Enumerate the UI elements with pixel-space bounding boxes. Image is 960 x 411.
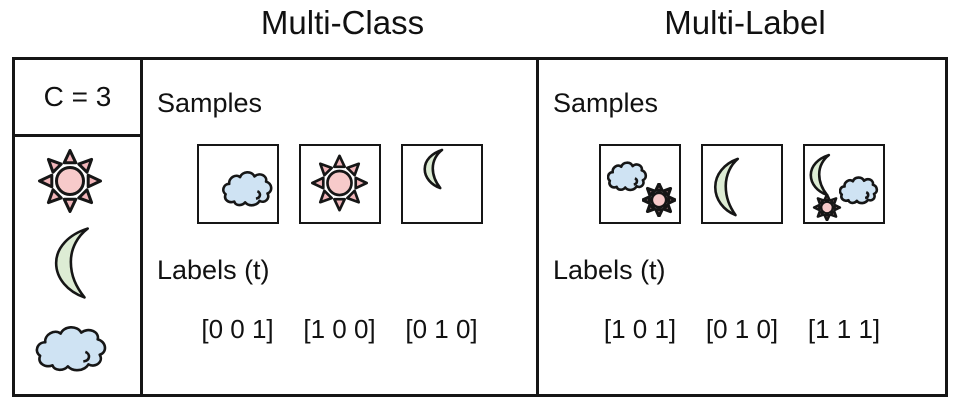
sun-icon — [311, 151, 368, 215]
class-icon-list — [15, 137, 140, 394]
sample-box-moon-cloud-sun — [803, 144, 885, 224]
label-vector: [0 0 1] — [201, 314, 274, 344]
sample-box-moon — [400, 144, 483, 224]
sun-icon — [642, 183, 676, 217]
class-count-label: C = 3 — [15, 60, 140, 137]
label-vector: [1 1 1] — [807, 314, 881, 344]
label-vector: [1 0 0] — [303, 314, 376, 344]
samples-label: Samples — [553, 88, 659, 118]
sample-box-cloud-sun — [599, 144, 681, 224]
figure-frame: C = 3 Samples Labels (t) — [12, 57, 948, 397]
label-vector: [0 1 0] — [705, 314, 779, 344]
sun-icon — [812, 194, 842, 221]
cloud-icon — [222, 169, 274, 209]
moon-icon — [713, 156, 743, 218]
labels-label: Labels (t) — [553, 255, 666, 285]
cloud-icon — [35, 323, 109, 375]
sample-row — [539, 144, 945, 224]
class-legend-column: C = 3 — [15, 60, 143, 394]
multi-class-panel: Samples Labels (t) [0 0 1] [1 0 0] [0 1 … — [143, 60, 539, 394]
samples-label: Samples — [157, 88, 263, 118]
sample-row — [143, 144, 536, 224]
labels-label: Labels (t) — [157, 255, 270, 285]
multi-label-panel: Samples Labels (t) [1 0 1] [0 1 0] — [539, 60, 945, 394]
sample-box-sun — [298, 144, 381, 224]
multi-label-heading: Multi-Label — [664, 4, 826, 41]
label-vector: [1 0 1] — [603, 314, 677, 344]
multi-class-heading: Multi-Class — [260, 4, 425, 41]
moon-icon — [423, 148, 446, 190]
moon-icon — [53, 225, 95, 301]
sample-box-cloud — [196, 144, 279, 224]
sample-box-moon — [701, 144, 783, 224]
sun-icon — [37, 149, 103, 213]
cloud-icon — [839, 175, 879, 206]
label-vector-row: [0 0 1] [1 0 0] [0 1 0] — [143, 314, 536, 344]
moon-icon — [809, 153, 833, 197]
label-vector: [0 1 0] — [405, 314, 478, 344]
label-vector-row: [1 0 1] [0 1 0] [1 1 1] — [539, 314, 945, 344]
